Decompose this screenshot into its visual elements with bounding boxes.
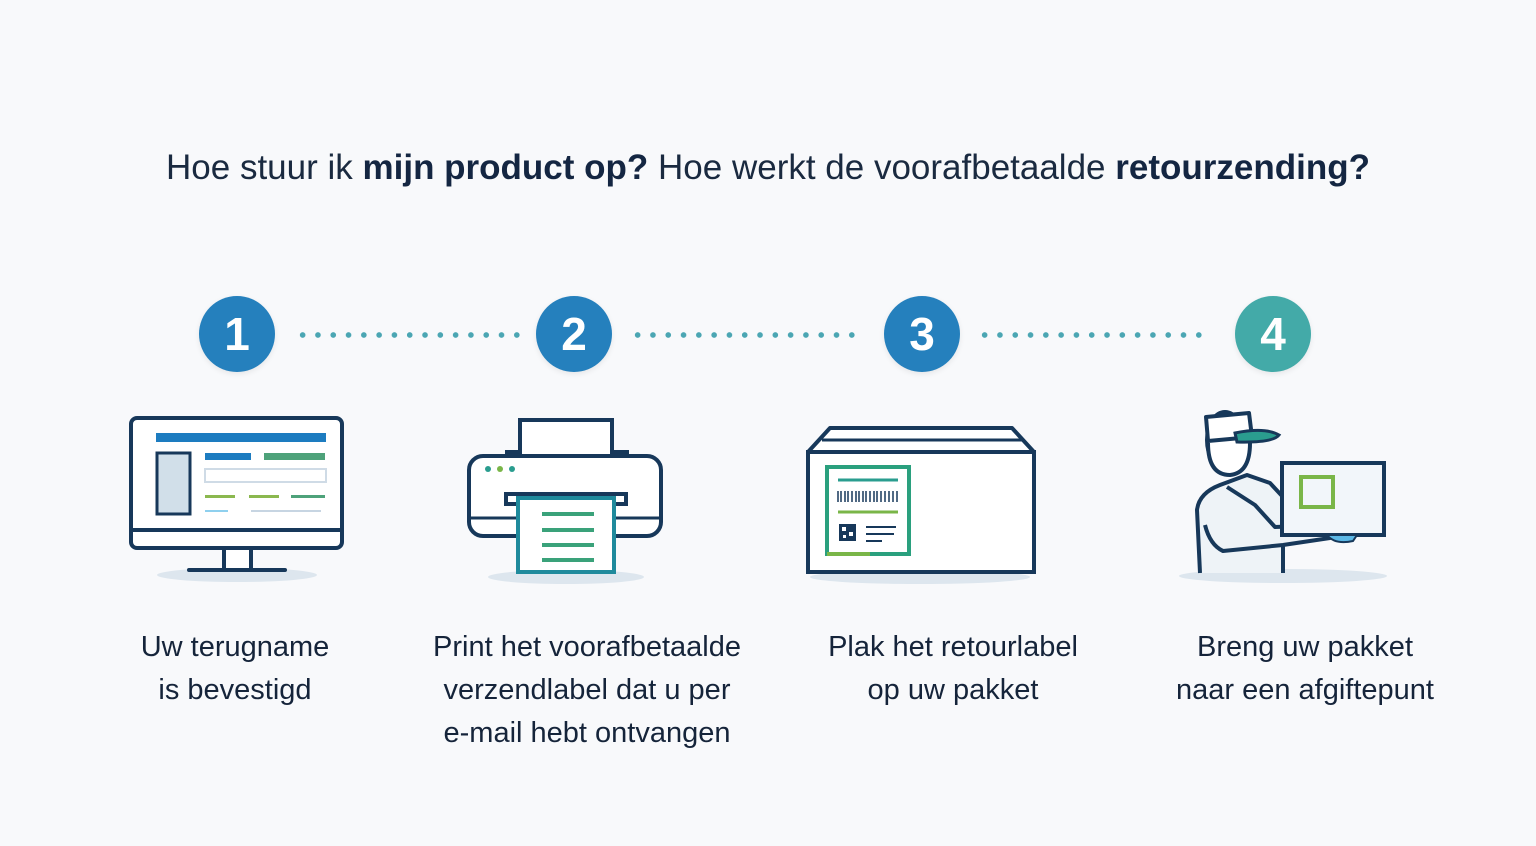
label-line: verzendlabel dat u per	[443, 674, 731, 706]
labeled-package-icon	[806, 426, 1036, 584]
step-4-label: Breng uw pakket naar een afgiftepunt	[1095, 626, 1515, 712]
label-line: Plak het retourlabel	[828, 631, 1078, 663]
step-1-label: Uw terugname is bevestigd	[25, 626, 445, 712]
courier-with-package-icon	[1179, 410, 1387, 583]
step-2-label: Print het voorafbetaalde verzendlabel da…	[377, 626, 797, 755]
label-line: naar een afgiftepunt	[1176, 674, 1434, 706]
title-bold-part: retourzending?	[1115, 148, 1370, 187]
title-bold-part: mijn product op?	[362, 148, 649, 187]
label-line: Uw terugname	[140, 631, 330, 663]
step-3-number: 3	[884, 296, 960, 372]
label-line: e-mail hebt ontvangen	[443, 717, 731, 749]
title-part: Hoe stuur ik	[166, 148, 363, 187]
title-part: Hoe werkt de voorafbetaalde	[648, 148, 1116, 187]
connector-dots	[295, 332, 527, 338]
computer-monitor-icon	[129, 416, 344, 582]
connector-dots	[977, 332, 1209, 338]
label-line: Print het voorafbetaalde	[433, 631, 741, 663]
connector-dots	[630, 332, 862, 338]
step-3-label: Plak het retourlabel op uw pakket	[743, 626, 1163, 712]
label-line: op uw pakket	[867, 674, 1039, 706]
label-line: is bevestigd	[158, 674, 312, 706]
label-line: Breng uw pakket	[1196, 631, 1413, 663]
step-4-number: 4	[1235, 296, 1311, 372]
step-2-number: 2	[536, 296, 612, 372]
printer-icon	[467, 418, 663, 584]
step-1-number: 1	[199, 296, 275, 372]
page-title: Hoe stuur ik mijn product op? Hoe werkt …	[0, 148, 1536, 188]
